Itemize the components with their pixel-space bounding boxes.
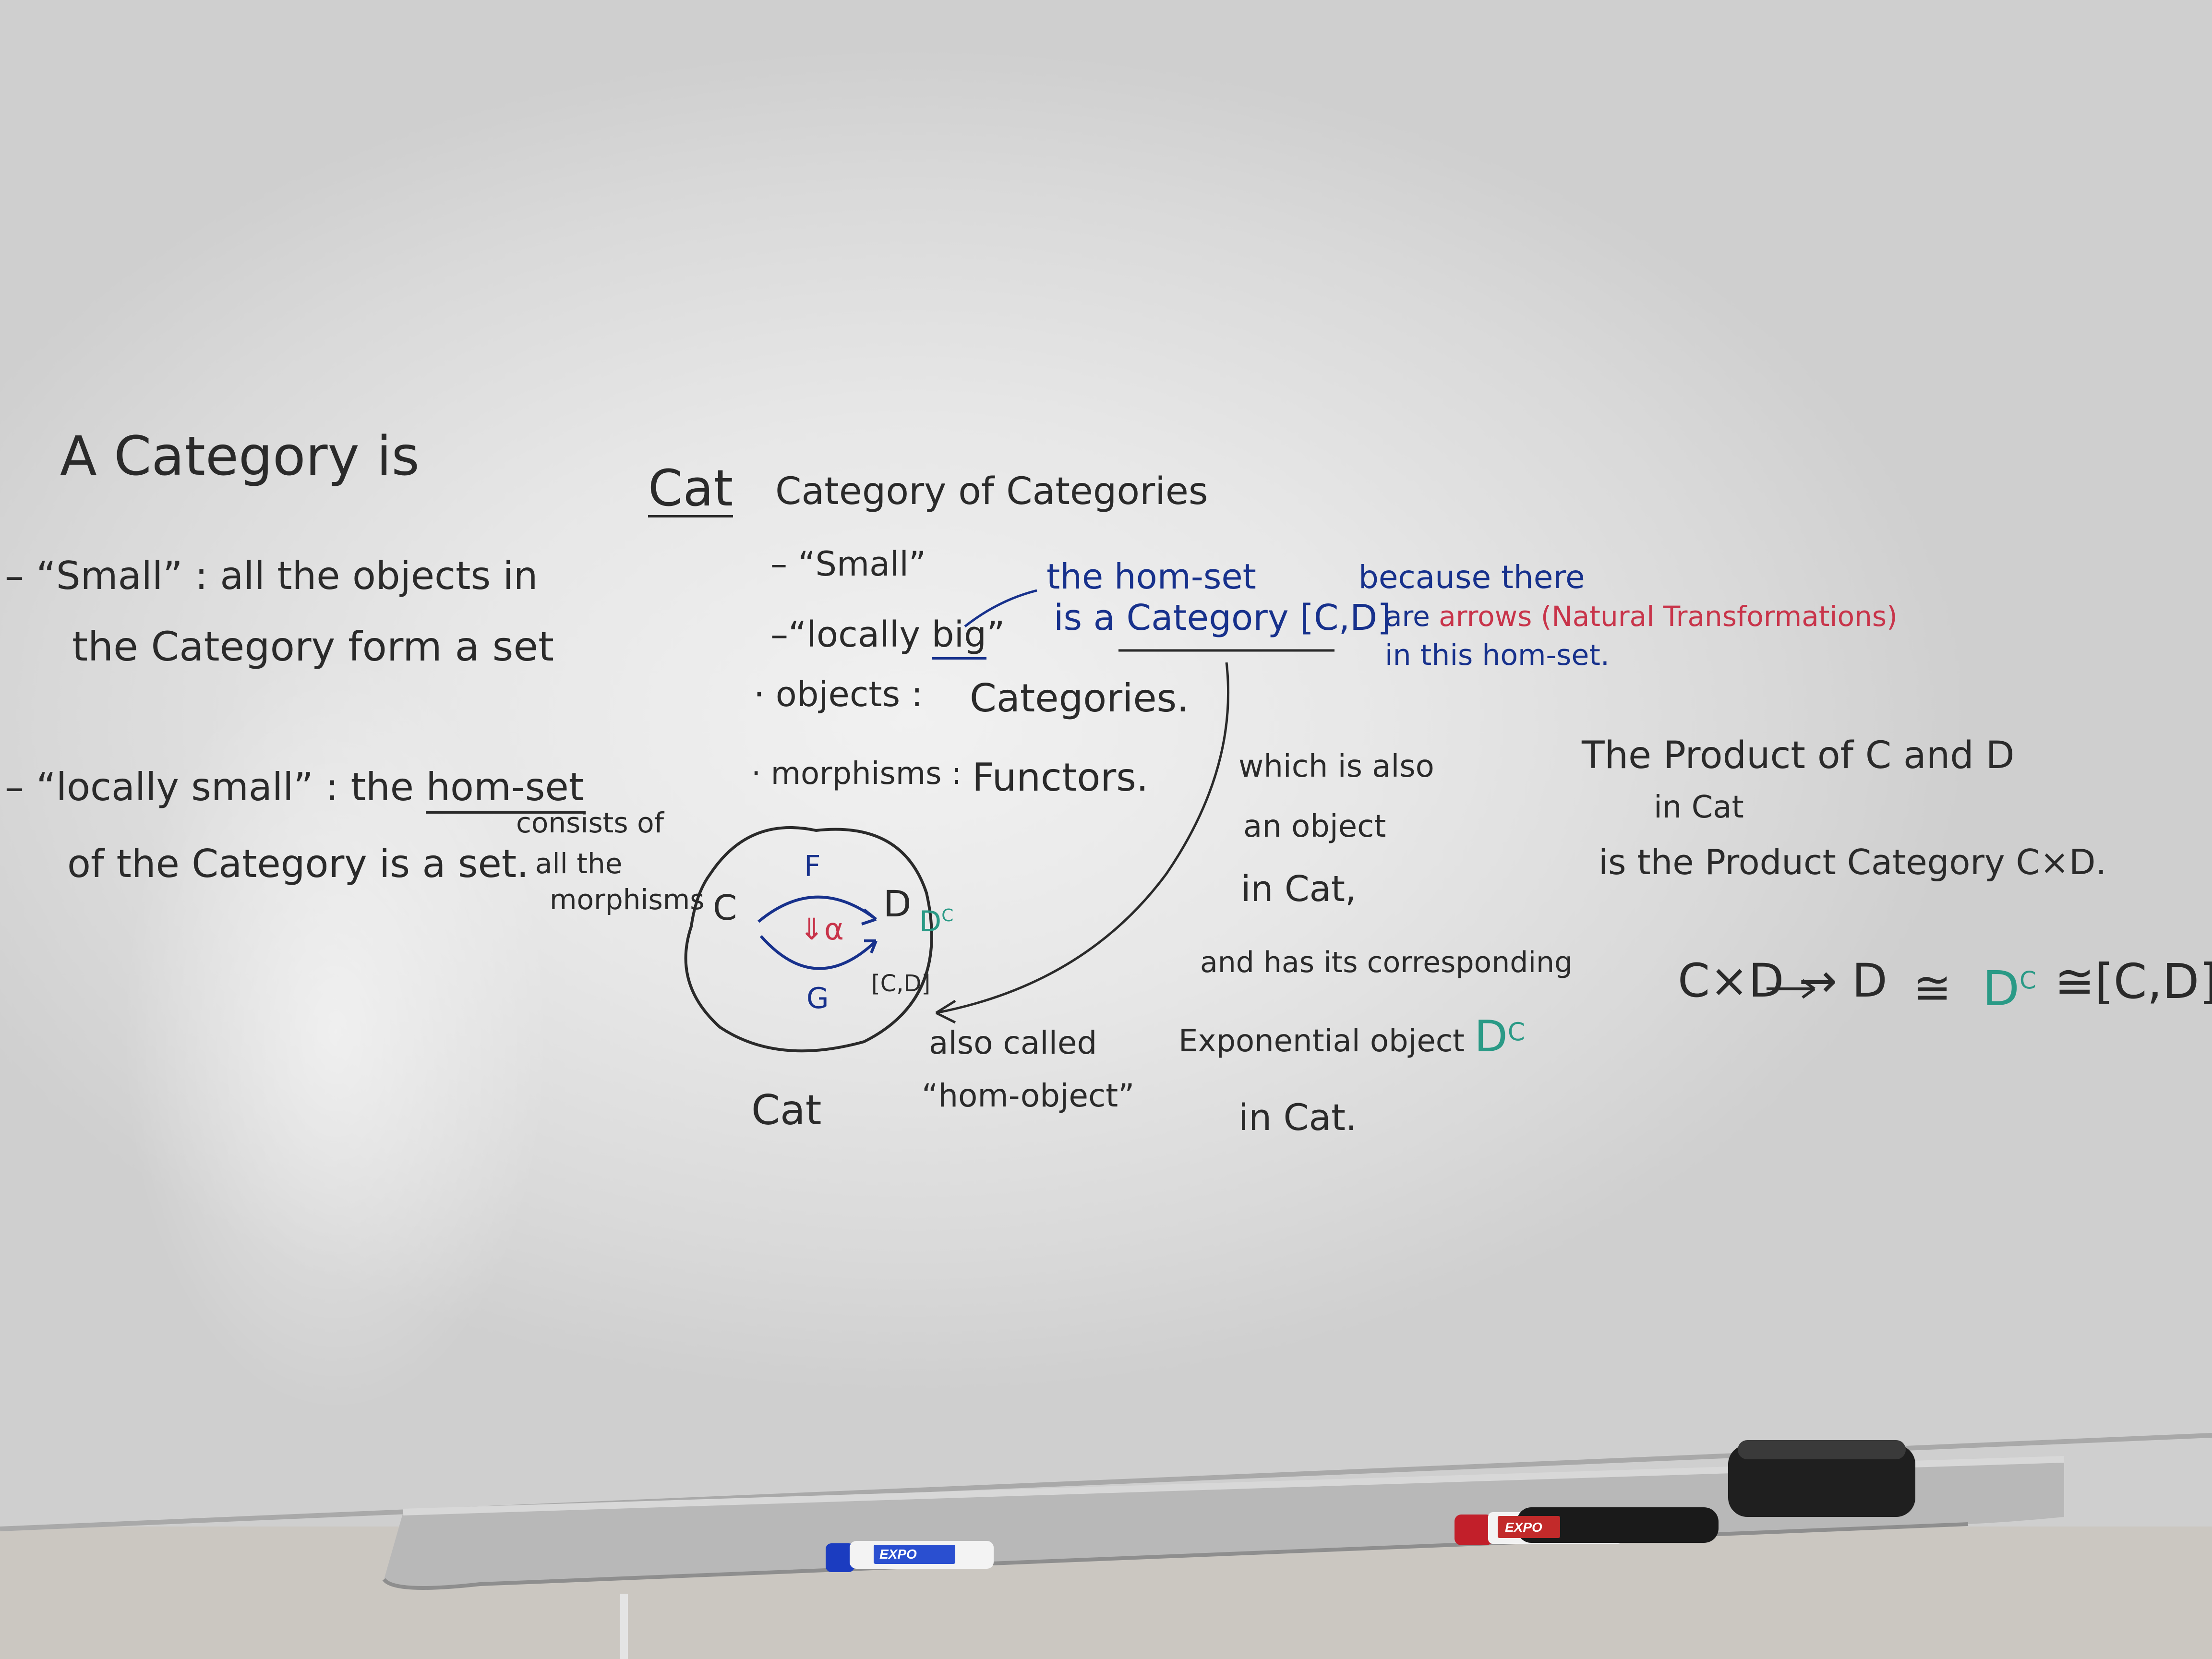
exp-line5: Exponential object DC [1178,1015,1525,1058]
left-heading: A Category is [60,425,420,488]
product-cong1: ≅ [1913,961,1952,1015]
diagram-functor-f: F [804,850,821,883]
cat-morphisms-label: · morphisms : [751,756,962,792]
diagram-d-sup: C [941,906,954,926]
diagram-nat-alpha: ⇓α [799,912,844,947]
product-formula-left: C×D → D [1678,954,1887,1008]
diagram-object-c: C [713,888,737,928]
product-d-exponential: DC [1983,965,2036,1013]
cat-objects-label: · objects : [754,674,923,714]
locally-small-line1: – “locally small” : the hom-set [5,765,584,814]
diagram-d-base: D [919,905,942,938]
exp-line5-text: Exponential object [1178,1023,1465,1059]
cat-title: Cat [648,459,733,517]
homset-underlined: hom-set [426,765,584,814]
diagram-object-d: D [883,882,912,925]
product-line2: in Cat [1654,790,1744,825]
consists-of-line3: morphisms [550,883,705,916]
homset-note-line2: is a Category [C,D] [1054,600,1391,636]
small-definition-line2: the Category form a set [72,623,554,670]
product-line1: The Product of C and D [1582,734,2015,777]
cat-locally-prefix: –“locally [770,614,932,655]
because-note-line2: are arrows (Natural Transformations) [1385,602,1898,630]
consists-of-line1: consists of [516,806,664,839]
because-note-line1: because there [1358,559,1585,596]
small-definition-line1: – “Small” : all the objects in [5,553,538,598]
blue-marker-label: EXPO [879,1547,917,1562]
product-d-base: D [1983,961,2020,1017]
exp-line3: in Cat, [1241,868,1357,910]
locally-small-prefix: – “locally small” : the [5,765,426,809]
exp-line6: in Cat. [1238,1096,1358,1139]
exp-line2: an object [1243,809,1386,844]
product-d-sup: C [2020,966,2036,995]
also-called-line2: “hom-object” [922,1077,1135,1114]
diagram-d-exponential: DC [919,905,954,938]
homset-note-line1: the hom-set [1046,556,1256,597]
wall-below-board [0,1527,2212,1659]
natural-transformations-note: arrows (Natural Transformations) [1439,600,1898,633]
homset-note-prefix: is a [1054,597,1127,638]
product-cong-bracket: ≅[C,D] [2055,953,2212,1010]
cat-objects-value: Categories. [970,676,1189,721]
diagram-functor-g: G [806,982,829,1015]
consists-of-line2: all the [535,847,623,880]
cat-subtitle: Category of Categories [775,470,1208,513]
exp-line4: and has its corresponding [1200,946,1573,979]
red-marker-label: EXPO [1505,1520,1542,1535]
diagram-circle-label: Cat [751,1086,822,1134]
product-line3: is the Product Category C×D. [1599,842,2107,882]
exp-d-sup: C [1507,1018,1525,1047]
cat-small: – “Small” [770,544,926,584]
cat-locally-suffix: ” [986,614,1005,655]
exp-d-base: D [1474,1011,1508,1062]
exp-line1: which is also [1238,749,1434,784]
cat-locally-big: –“locally big” [770,614,1005,660]
because-note-are: are [1385,600,1439,633]
homset-note-category-cd: Category [C,D] [1126,597,1391,638]
diagram-bracket-cd: [C,D] [871,970,931,997]
also-called-line1: also called [929,1024,1097,1061]
because-note-line3: in this hom-set. [1385,638,1610,672]
cat-big-underlined: big [931,614,987,660]
cat-morphisms-value: Functors. [972,755,1149,800]
locally-small-line2: of the Category is a set. [67,842,529,886]
